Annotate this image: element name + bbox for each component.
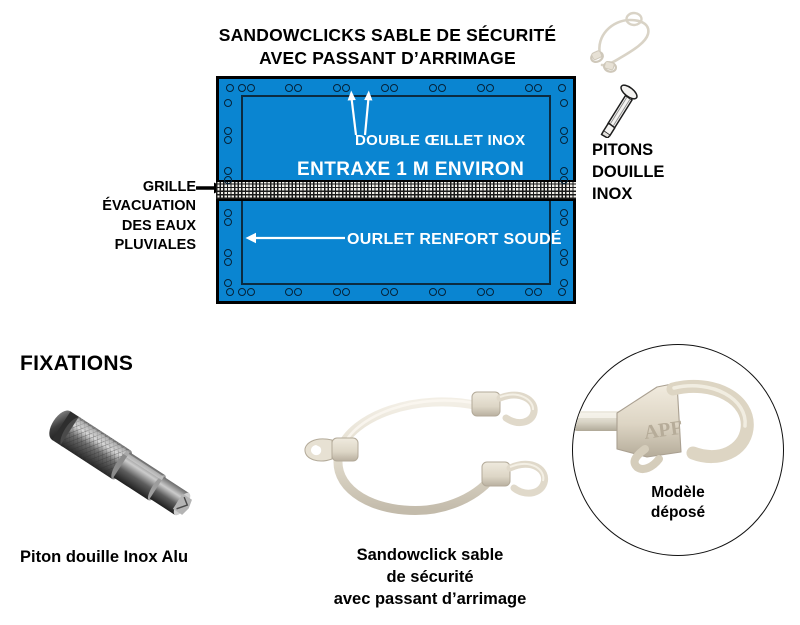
sandow-caption-line-2: de sécurité <box>386 568 474 587</box>
eyelet <box>438 288 446 296</box>
grille-callout-line-3: DES EAUX <box>121 217 196 234</box>
eyelet <box>224 136 232 144</box>
eyelet <box>560 249 568 257</box>
eyelet <box>560 258 568 266</box>
pitons-callout-line-2: DOUILLE <box>592 162 665 181</box>
label-ourlet: OURLET RENFORT SOUDÉ <box>347 231 562 248</box>
eyelet <box>226 84 234 92</box>
eyelet <box>390 288 398 296</box>
sandow-caption-line-3: avec passant d’arrimage <box>333 590 527 609</box>
eyelet <box>238 288 246 296</box>
ourlet-arrow-left-icon <box>245 232 345 244</box>
eyelet <box>438 84 446 92</box>
sandowclick-photo <box>304 391 549 516</box>
eyelet <box>247 288 255 296</box>
piton-caption: Piton douille Inox Alu <box>20 548 189 566</box>
eyelet <box>560 209 568 217</box>
eyelet <box>238 84 246 92</box>
eyelet <box>333 84 341 92</box>
model-depose-line-2: déposé <box>650 504 706 522</box>
title-line-2: AVEC PASSANT D’ARRIMAGE <box>259 48 516 69</box>
eyelet <box>560 167 568 175</box>
eyelet <box>224 167 232 175</box>
grille-callout-line-2: ÉVACUATION <box>102 198 196 215</box>
eyelet <box>342 84 350 92</box>
model-depose-caption: Modèle déposé <box>573 483 783 523</box>
model-depose-inset: APF Modèle déposé <box>572 344 784 556</box>
eyelet <box>224 209 232 217</box>
eyelet <box>285 288 293 296</box>
eyelet <box>558 84 566 92</box>
eyelet <box>534 84 542 92</box>
eyelet <box>560 127 568 135</box>
clip-embossed-text: APF <box>643 417 685 444</box>
eyelet <box>224 258 232 266</box>
eyelet <box>294 288 302 296</box>
eyelet <box>560 218 568 226</box>
eyelet <box>560 279 568 287</box>
eyelet <box>486 288 494 296</box>
grille-callout: GRILLE ÉVACUATION DES EAUX PLUVIALES <box>70 178 196 255</box>
pitons-callout-line-1: PITONS <box>592 141 654 159</box>
sandow-cord-small-illustration <box>590 11 650 73</box>
grille-callout-line-1: GRILLE <box>142 179 196 195</box>
drainage-grille-strip <box>216 180 576 201</box>
model-depose-line-1: Modèle <box>651 484 705 501</box>
fixations-heading: FIXATIONS <box>20 352 134 375</box>
double-eyelet-arrows-icon <box>347 90 373 136</box>
grille-callout-line-4: PLUVIALES <box>114 236 196 253</box>
eyelet <box>224 176 232 184</box>
label-entraxe: ENTRAXE 1 M ENVIRON <box>297 159 525 180</box>
piton-douille-photo <box>49 410 192 516</box>
eyelet <box>285 84 293 92</box>
tarp-diagram: DOUBLE ŒILLET INOX ENTRAXE 1 M ENVIRON O… <box>216 76 576 304</box>
pitons-callout: PITONS DOUILLE INOX <box>592 140 702 205</box>
eyelet <box>525 288 533 296</box>
label-double-eyelet: DOUBLE ŒILLET INOX <box>355 132 526 149</box>
eyelet <box>525 84 533 92</box>
sandow-caption-line-1: Sandowclick sable <box>356 546 504 564</box>
title-line-1: SANDOWCLICKS SABLE DE SÉCURITÉ <box>218 25 557 45</box>
eyelet <box>333 288 341 296</box>
eyelet <box>247 84 255 92</box>
page-title: SANDOWCLICKS SABLE DE SÉCURITÉ AVEC PASS… <box>200 24 575 70</box>
eyelet <box>558 288 566 296</box>
eyelet <box>534 288 542 296</box>
eyelet <box>226 288 234 296</box>
eyelet <box>560 176 568 184</box>
eyelet <box>224 218 232 226</box>
eyelet <box>477 288 485 296</box>
eyelet <box>560 99 568 107</box>
eyelet <box>381 84 389 92</box>
eyelet <box>342 288 350 296</box>
eyelet <box>224 127 232 135</box>
eyelet <box>390 84 398 92</box>
eyelet <box>224 249 232 257</box>
eyelet <box>294 84 302 92</box>
eyelet <box>486 84 494 92</box>
eyelet <box>429 84 437 92</box>
eyelet-layer <box>219 79 573 301</box>
sandowclick-clip-closeup: APF <box>573 379 754 473</box>
sandow-caption: Sandowclick sable de sécurité avec passa… <box>300 544 560 610</box>
eyelet <box>224 279 232 287</box>
eyelet <box>429 288 437 296</box>
eyelet <box>477 84 485 92</box>
piton-bolt-illustration <box>600 84 638 138</box>
eyelet <box>381 288 389 296</box>
eyelet <box>224 99 232 107</box>
pitons-callout-line-3: INOX <box>592 184 633 203</box>
eyelet <box>560 136 568 144</box>
